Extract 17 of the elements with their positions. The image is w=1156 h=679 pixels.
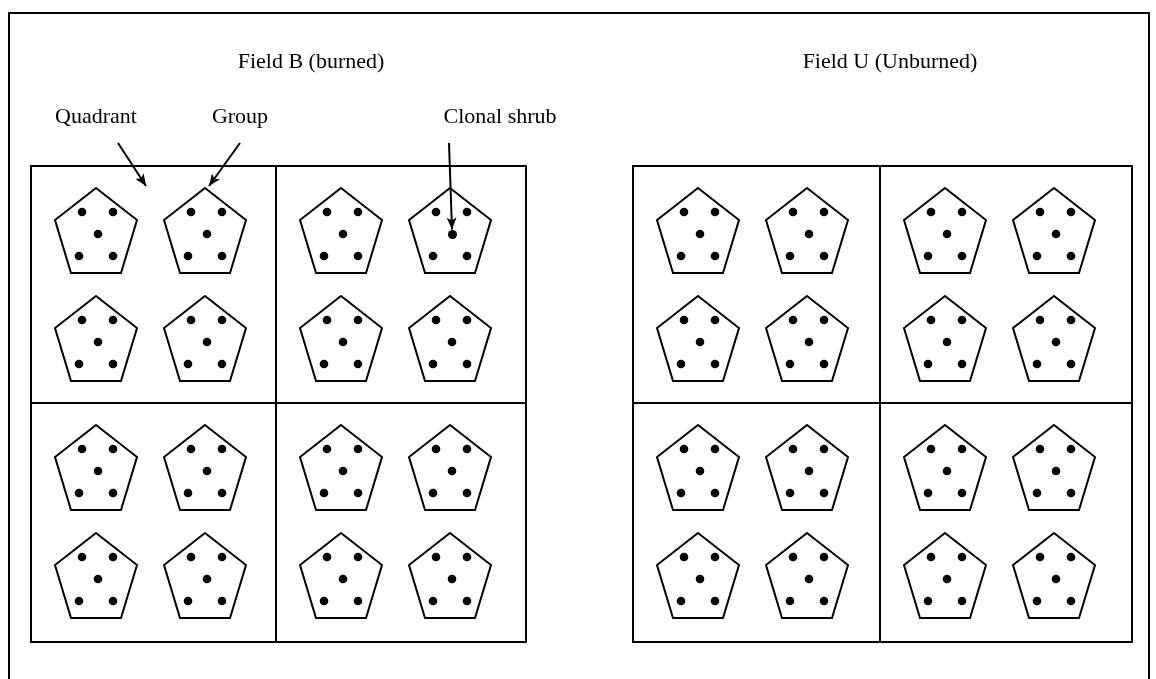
callout-label: Group [211,103,269,129]
quadrant-plot [879,165,1133,404]
field-title: Field U (Unburned) [802,48,978,74]
quadrant-plot [275,165,527,404]
quadrant-plot [275,402,527,643]
quadrant-plot [632,402,881,643]
quadrant-plot [30,402,277,643]
leader-arrow [446,142,457,231]
quadrant-plot [30,165,277,404]
field-title: Field B (burned) [237,48,385,74]
leader-arrow [208,142,241,187]
quadrant-plot [879,402,1133,643]
callout-label: Quadrant [55,103,137,129]
quadrant-plot [632,165,881,404]
callout-label: Clonal shrub [443,103,557,129]
leader-arrow [117,142,147,187]
shrub-dot [447,229,457,239]
